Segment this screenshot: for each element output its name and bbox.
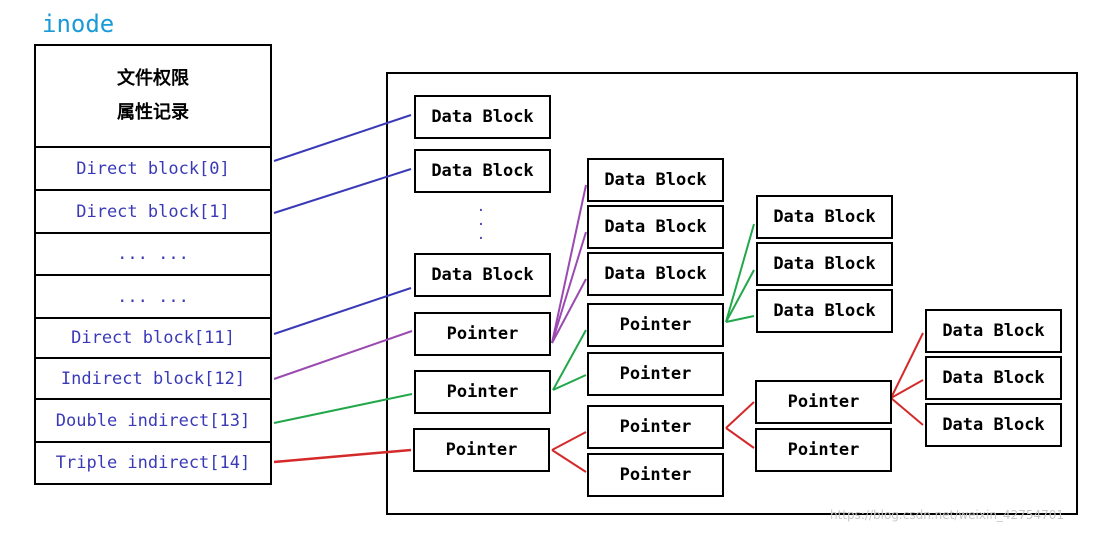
pointer-triple-l2-2: Pointer	[587, 453, 724, 497]
pointer-double: Pointer	[414, 370, 551, 414]
line-double-13	[273, 393, 413, 424]
pointer-triple-l3-2: Pointer	[755, 428, 892, 472]
line-double-fan-1	[552, 329, 587, 391]
data-block-triple-3: Data Block	[925, 403, 1062, 447]
data-block-direct-0: Data Block	[414, 95, 551, 139]
pointer-triple: Pointer	[413, 428, 550, 472]
inode-row-direct-1: Direct block[1]	[36, 191, 270, 234]
line-indirect-fan-3	[551, 278, 587, 344]
inode-row-ellipsis-2: ... ...	[36, 276, 270, 319]
inode-row-double-13: Double indirect[13]	[36, 400, 270, 443]
line-double-fan-2	[552, 374, 587, 391]
inode-header-line1: 文件权限	[117, 68, 189, 89]
data-block-direct-11: Data Block	[414, 253, 551, 297]
watermark-text: https://blog.csdn.net/weixin_42754701	[830, 508, 1065, 522]
line-direct-0	[273, 114, 412, 162]
line-double-fan-4	[725, 269, 755, 323]
line-indirect-fan-2	[551, 231, 587, 344]
pointer-triple-l2-1: Pointer	[587, 405, 724, 449]
inode-row-indirect-12: Indirect block[12]	[36, 359, 270, 400]
data-block-triple-1: Data Block	[925, 309, 1062, 353]
line-triple-14	[273, 448, 412, 464]
data-block-indirect-3: Data Block	[587, 252, 724, 296]
line-triple-fan-2	[551, 449, 587, 473]
blocks-panel	[386, 72, 1078, 515]
line-triple-fan-1	[551, 431, 587, 451]
line-triple-fan-3	[725, 401, 755, 429]
line-double-fan-5	[725, 315, 755, 323]
line-triple-fan-7	[890, 397, 924, 426]
data-block-indirect-1: Data Block	[587, 158, 724, 202]
line-indirect-12	[273, 330, 413, 380]
line-indirect-fan-1	[551, 184, 587, 344]
inode-header-line2: 属性记录	[117, 102, 189, 123]
line-double-fan-3	[725, 223, 755, 323]
inode-row-direct-11: Direct block[11]	[36, 319, 270, 359]
data-block-double-3: Data Block	[756, 289, 893, 333]
line-direct-1	[273, 168, 412, 214]
pointer-double-l2-2: Pointer	[587, 352, 724, 396]
pointer-triple-l3-1: Pointer	[755, 380, 892, 424]
line-direct-11	[273, 287, 412, 335]
data-block-double-1: Data Block	[756, 195, 893, 239]
vertical-ellipsis: ...	[476, 199, 486, 243]
inode-row-ellipsis-1: ... ...	[36, 234, 270, 276]
line-triple-fan-6	[890, 379, 924, 399]
inode-row-direct-0: Direct block[0]	[36, 148, 270, 191]
pointer-indirect: Pointer	[414, 312, 551, 356]
data-block-triple-2: Data Block	[925, 356, 1062, 400]
line-triple-fan-4	[725, 427, 755, 449]
inode-header: 文件权限 属性记录	[36, 46, 270, 148]
inode-title: inode	[42, 10, 115, 38]
pointer-double-l2-1: Pointer	[587, 303, 724, 347]
data-block-indirect-2: Data Block	[587, 205, 724, 249]
inode-row-triple-14: Triple indirect[14]	[55, 453, 251, 473]
data-block-double-2: Data Block	[756, 242, 893, 286]
inode-table: 文件权限 属性记录 Direct block[0] Direct block[1…	[34, 44, 272, 485]
data-block-direct-1: Data Block	[414, 149, 551, 193]
line-triple-fan-5	[890, 332, 924, 399]
